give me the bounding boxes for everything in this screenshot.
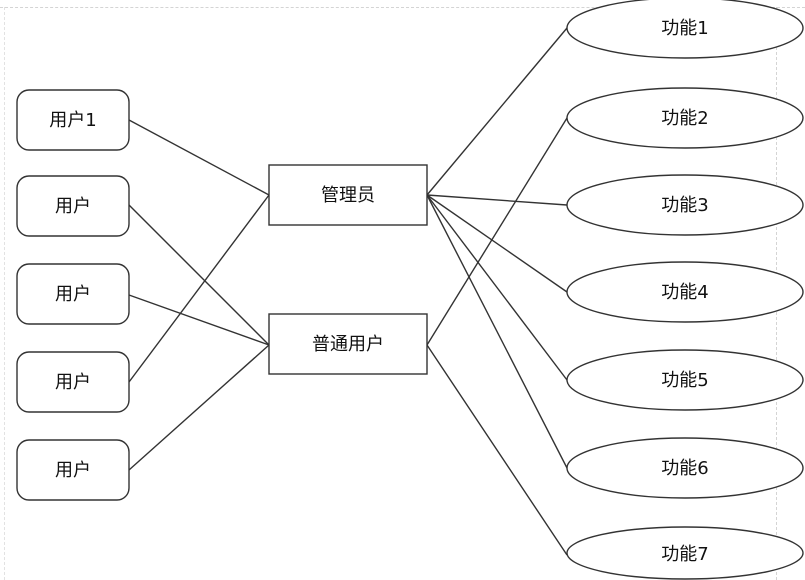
connector-admin-f5 <box>426 194 568 381</box>
connector-user3-normal <box>128 294 270 346</box>
function-node-5: 功能5 <box>566 349 804 411</box>
connector-user2-normal <box>128 204 270 346</box>
function-node-ellipse <box>566 526 804 580</box>
user-node-1: 用户1 <box>16 89 130 151</box>
connector-normal-f2 <box>426 117 568 346</box>
function-node-7: 功能7 <box>566 526 804 580</box>
function-node-label: 功能3 <box>661 195 708 216</box>
function-node-label: 功能4 <box>661 282 708 303</box>
user-node-label: 用户 <box>55 460 91 481</box>
canvas-border-top <box>0 7 805 8</box>
user-node-label: 用户 <box>55 372 91 393</box>
user-node-3: 用户 <box>16 263 130 325</box>
user-node-label: 用户1 <box>49 110 96 131</box>
function-node-ellipse <box>566 437 804 499</box>
function-node-3: 功能3 <box>566 174 804 236</box>
connector-user1-admin <box>128 119 270 196</box>
user-node-5: 用户 <box>16 439 130 501</box>
role-node-label: 普通用户 <box>312 334 384 355</box>
user-node-box <box>16 263 130 325</box>
user-node-box <box>16 439 130 501</box>
role-node-admin: 管理员 <box>268 164 428 226</box>
connector-user4-admin <box>128 194 270 383</box>
function-node-6: 功能6 <box>566 437 804 499</box>
user-node-2: 用户 <box>16 175 130 237</box>
canvas-border-left <box>4 7 5 580</box>
connector-user5-normal <box>128 344 270 471</box>
function-node-label: 功能6 <box>661 458 708 479</box>
function-node-label: 功能5 <box>661 370 708 391</box>
user-node-label: 用户 <box>55 284 91 305</box>
function-node-label: 功能1 <box>661 18 708 39</box>
function-node-4: 功能4 <box>566 261 804 323</box>
function-node-ellipse <box>566 174 804 236</box>
user-node-box <box>16 351 130 413</box>
function-node-ellipse <box>566 0 804 59</box>
connector-admin-f4 <box>426 194 568 293</box>
function-node-label: 功能7 <box>661 544 708 565</box>
function-node-1: 功能1 <box>566 0 804 59</box>
user-node-box <box>16 89 130 151</box>
role-node-normal: 普通用户 <box>268 313 428 375</box>
connector-admin-f3 <box>426 194 568 206</box>
connectors <box>128 27 568 556</box>
function-node-label: 功能2 <box>661 108 708 129</box>
role-node-box <box>268 313 428 375</box>
connector-admin-f1 <box>426 27 568 196</box>
role-node-label: 管理员 <box>321 185 375 206</box>
user-node-label: 用户 <box>55 196 91 217</box>
user-node-4: 用户 <box>16 351 130 413</box>
user-node-box <box>16 175 130 237</box>
function-node-2: 功能2 <box>566 87 804 149</box>
function-node-ellipse <box>566 349 804 411</box>
connector-normal-f7 <box>426 344 568 556</box>
function-node-ellipse <box>566 261 804 323</box>
role-node-box <box>268 164 428 226</box>
function-node-ellipse <box>566 87 804 149</box>
connector-admin-f6 <box>426 194 568 469</box>
